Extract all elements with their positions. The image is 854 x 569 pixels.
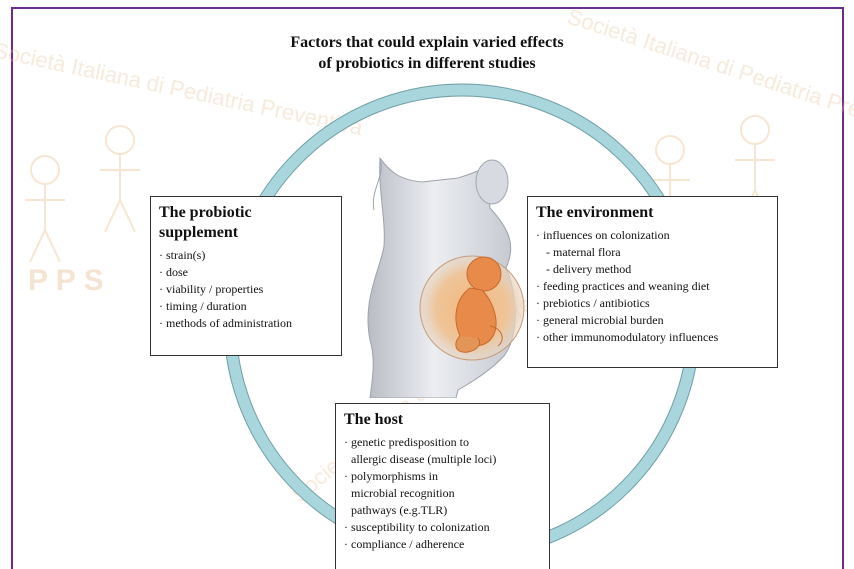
environment-list: ·influences on colonization - maternal f… — [536, 227, 769, 346]
host-list: ·genetic predisposition to allergic dise… — [344, 434, 541, 553]
list-item: ·compliance / adherence — [344, 536, 541, 553]
list-item: ·timing / duration — [159, 298, 333, 315]
list-subitem: - delivery method — [536, 261, 769, 278]
list-item: ·other immunomodulatory influences — [536, 329, 769, 346]
pregnant-woman-illustration — [360, 150, 530, 398]
host-title: The host — [344, 410, 541, 430]
supplement-title: The probiotic supplement — [159, 203, 333, 243]
list-item: ·viability / properties — [159, 281, 333, 298]
list-item: ·influences on colonization — [536, 227, 769, 244]
list-subitem: - maternal flora — [536, 244, 769, 261]
list-item: ·prebiotics / antibiotics — [536, 295, 769, 312]
diagram-title-line1: Factors that could explain varied effect… — [0, 32, 854, 53]
list-item: ·general microbial burden — [536, 312, 769, 329]
diagram-title-line2: of probiotics in different studies — [0, 53, 854, 74]
list-item: ·feeding practices and weaning diet — [536, 278, 769, 295]
probiotic-supplement-box: The probiotic supplement ·strain(s) ·dos… — [150, 196, 342, 356]
list-item-continuation: pathways (e.g.TLR) — [344, 502, 541, 519]
list-item: ·genetic predisposition to — [344, 434, 541, 451]
list-item: ·strain(s) — [159, 247, 333, 264]
list-item-continuation: microbial recognition — [344, 485, 541, 502]
supplement-list: ·strain(s) ·dose ·viability / properties… — [159, 247, 333, 332]
environment-box: The environment ·influences on colonizat… — [527, 196, 778, 368]
list-item: ·polymorphisms in — [344, 468, 541, 485]
environment-title: The environment — [536, 203, 769, 223]
host-box: The host ·genetic predisposition to alle… — [335, 403, 550, 569]
list-item: ·methods of administration — [159, 315, 333, 332]
list-item: ·dose — [159, 264, 333, 281]
list-item-continuation: allergic disease (multiple loci) — [344, 451, 541, 468]
list-item: ·susceptibility to colonization — [344, 519, 541, 536]
